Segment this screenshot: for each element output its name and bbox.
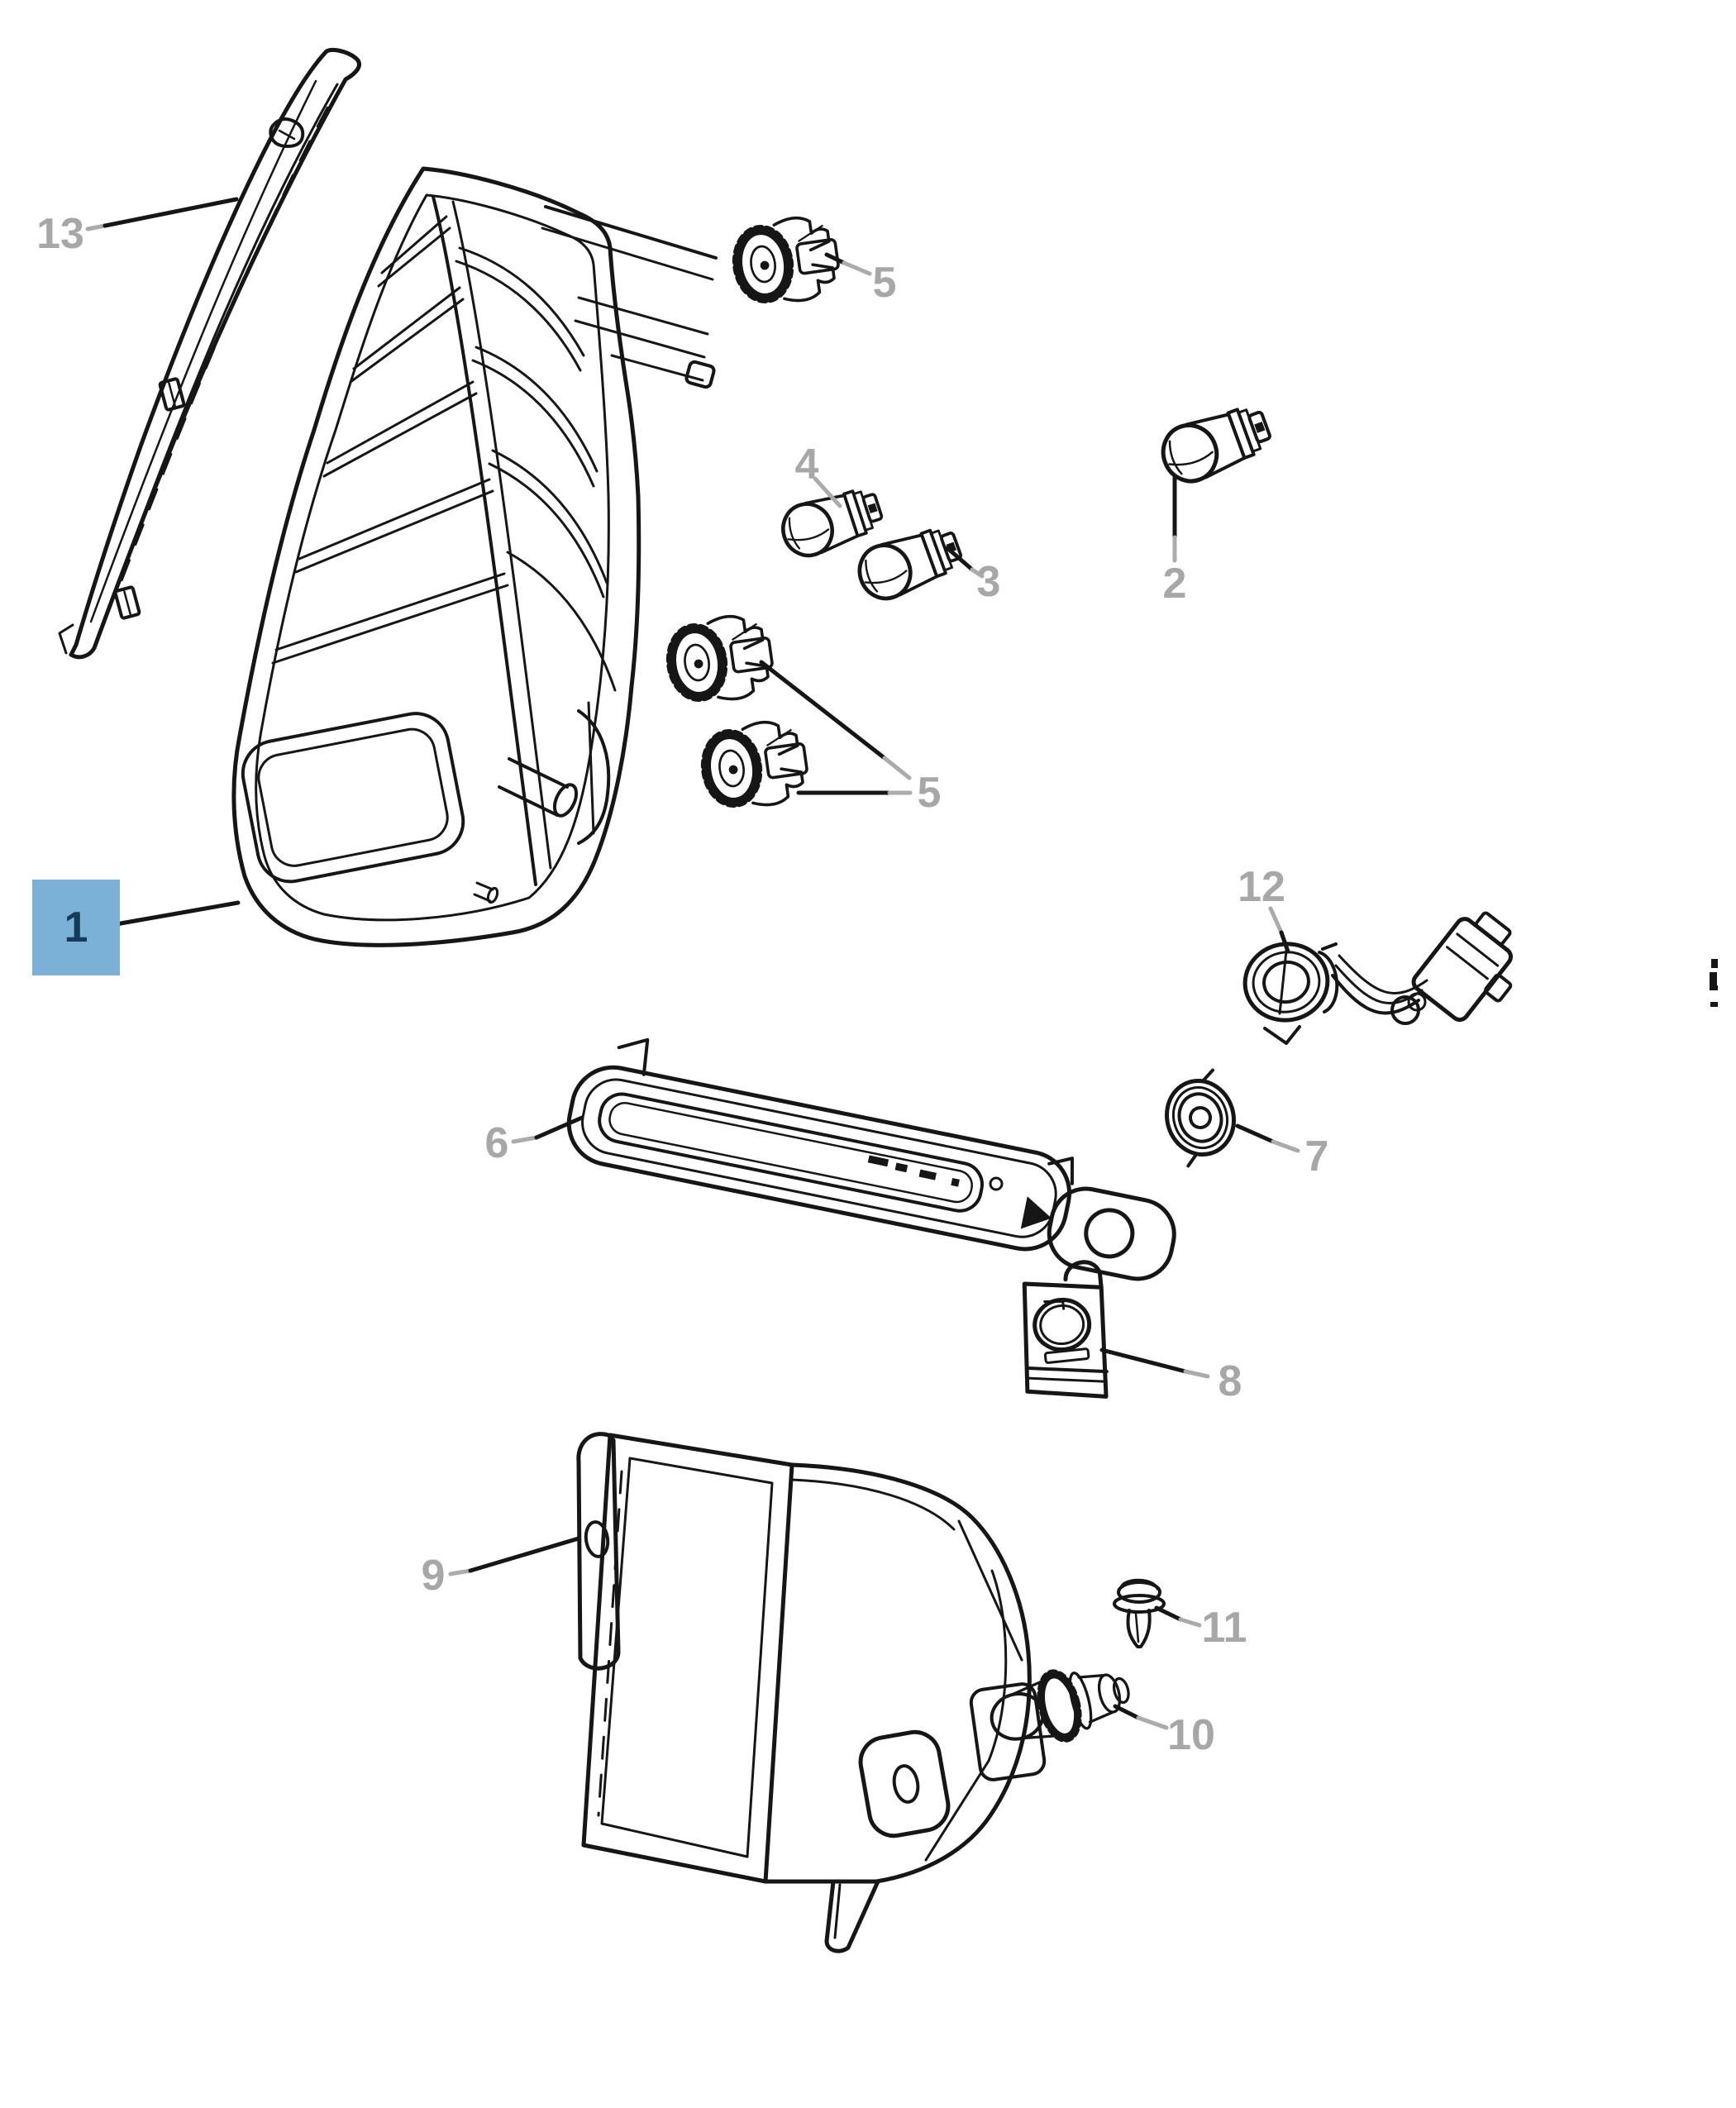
part-12-harness-socket-drawing bbox=[1242, 911, 1513, 1045]
callout-8[interactable]: 8 bbox=[1218, 1357, 1242, 1405]
leader-9-g bbox=[448, 1568, 473, 1576]
leader-5a-g bbox=[842, 260, 872, 276]
callout-12[interactable]: 12 bbox=[1238, 863, 1285, 911]
part-9-bracket-drawing bbox=[576, 1432, 1047, 1953]
callout-2[interactable]: 2 bbox=[1162, 560, 1187, 608]
leader-10 bbox=[1113, 1704, 1141, 1720]
part-3-bulb-drawing bbox=[857, 528, 963, 601]
part-6-chmsl-drawing bbox=[566, 1037, 1176, 1281]
part-8-clip-drawing bbox=[1022, 1260, 1109, 1399]
leader-13 bbox=[103, 197, 239, 228]
leader-5b-diag bbox=[759, 660, 887, 761]
leader-11-g bbox=[1178, 1617, 1202, 1628]
leader-1 bbox=[118, 900, 241, 926]
part-11-push-pin-drawing bbox=[1113, 1578, 1166, 1648]
leader-8-g bbox=[1183, 1369, 1210, 1379]
callout-13[interactable]: 13 bbox=[36, 210, 84, 258]
callout-1[interactable]: 1 bbox=[32, 880, 120, 975]
leader-3 bbox=[945, 546, 975, 572]
callout-3[interactable]: 3 bbox=[976, 558, 1001, 606]
callout-5b[interactable]: 5 bbox=[917, 769, 942, 817]
callout-7[interactable]: 7 bbox=[1304, 1133, 1329, 1180]
leader-9 bbox=[468, 1536, 581, 1573]
part-5-socket-middle-upper-drawing bbox=[665, 611, 776, 707]
leader-11 bbox=[1154, 1605, 1183, 1622]
callout-4[interactable]: 4 bbox=[794, 441, 819, 489]
part-5-socket-top-drawing bbox=[731, 212, 842, 308]
leader-12-g bbox=[1268, 906, 1284, 935]
part-10-bulb-socket-drawing bbox=[990, 1669, 1130, 1743]
part-4-bulb-drawing bbox=[781, 489, 884, 558]
leader-10-g bbox=[1136, 1715, 1169, 1730]
leader-7 bbox=[1235, 1123, 1276, 1144]
part-13-applique-drawing bbox=[58, 47, 361, 660]
part-1-tail-lamp-drawing bbox=[231, 166, 718, 947]
leader-12 bbox=[1279, 930, 1290, 954]
callout-9[interactable]: 9 bbox=[421, 1552, 446, 1600]
leader-lines bbox=[85, 197, 1300, 1730]
page-edge-marks bbox=[1710, 959, 1718, 1007]
part-5-socket-middle-lower-drawing bbox=[699, 717, 811, 813]
part-7-grommet-drawing bbox=[1164, 1068, 1237, 1168]
callout-11[interactable]: 11 bbox=[1201, 1604, 1247, 1652]
part-2-bulb-drawing bbox=[1161, 408, 1271, 484]
leader-13-g bbox=[85, 223, 107, 231]
leader-7-g bbox=[1271, 1139, 1300, 1153]
callout-6[interactable]: 6 bbox=[484, 1119, 509, 1167]
leader-5b-diag-g bbox=[882, 756, 912, 780]
leader-5a bbox=[824, 252, 847, 265]
callout-10[interactable]: 10 bbox=[1167, 1711, 1215, 1759]
leader-3-g bbox=[970, 567, 985, 579]
leader-6-g bbox=[511, 1135, 539, 1144]
callout-5a[interactable]: 5 bbox=[872, 259, 897, 307]
leader-6 bbox=[534, 1115, 584, 1140]
leader-8 bbox=[1099, 1347, 1188, 1374]
leader-4-g bbox=[813, 476, 842, 508]
